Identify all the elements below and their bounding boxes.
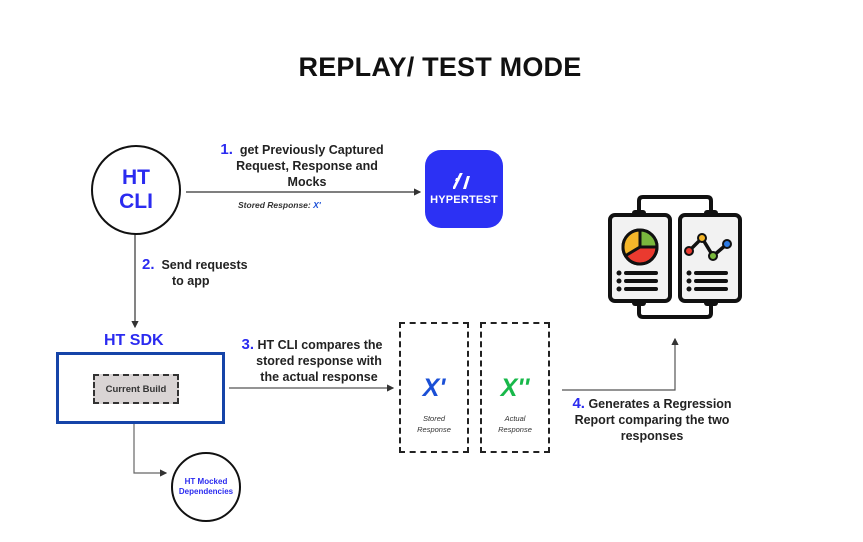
arrow-responses-to-report [562, 337, 679, 391]
step-3-line2: stored response with [256, 354, 382, 368]
page-title: REPLAY/ TEST MODE [298, 52, 582, 82]
step-1-line2: Request, Response and [236, 159, 378, 173]
mocked-line2: Dependencies [178, 487, 234, 496]
cli-line2: CLI [119, 190, 153, 213]
arrow-sdk-to-mocked [133, 421, 168, 477]
actual-response-label-2: Response [498, 425, 532, 434]
ht-cli-node: HT CLI [91, 145, 181, 235]
regression-report-icon [608, 195, 742, 319]
cli-line1: HT [121, 166, 150, 189]
stored-response-note: Stored Response: X' [238, 200, 321, 210]
step-2-number: 2. [142, 256, 155, 273]
sdk-title: HT SDK [104, 332, 164, 349]
mocked-dependencies-node: HT Mocked Dependencies [171, 452, 241, 522]
step-2-line2: to app [172, 274, 210, 288]
step-4-number: 4. [572, 395, 585, 412]
stored-response-label-2: Response [417, 425, 451, 434]
step-1-line3: Mocks [287, 175, 327, 189]
step-4-line3: responses [620, 429, 684, 443]
step-4: 4. Generates a Regression Report compari… [562, 396, 742, 444]
step-3: 3. HT CLI compares the stored response w… [232, 337, 392, 385]
step-4-line2: Report comparing the two [574, 413, 730, 427]
actual-response-symbol: X'' [500, 374, 530, 402]
step-3-number: 3. [241, 336, 254, 353]
step-3-line3: the actual response [260, 370, 378, 384]
step-4-line1: Generates a Regression [588, 397, 732, 411]
mocked-line1: HT Mocked [184, 477, 228, 486]
step-2: 2. Send requests to app [142, 257, 252, 289]
step-2-line1: Send requests [161, 258, 248, 272]
stored-response-symbol: X' [422, 374, 446, 402]
actual-response-box: X'' Actual Response [480, 322, 550, 453]
hypertest-node: HYPERTEST [425, 150, 503, 228]
stored-note-value: X' [313, 200, 321, 210]
hypertest-label: HYPERTEST [430, 194, 498, 206]
actual-response-label-1: Actual [504, 414, 526, 423]
step-3-line1: HT CLI compares the [257, 338, 383, 352]
stored-response-label-1: Stored [422, 414, 446, 423]
current-build-box: Current Build [93, 374, 179, 404]
step-1-number: 1. [220, 141, 233, 158]
hypertest-logo-icon [453, 173, 470, 189]
stored-note-label: Stored Response: [238, 200, 311, 210]
step-1: 1. get Previously Captured Request, Resp… [212, 142, 392, 190]
stored-response-box: X' Stored Response [399, 322, 469, 453]
step-1-line1: get Previously Captured [239, 143, 384, 157]
